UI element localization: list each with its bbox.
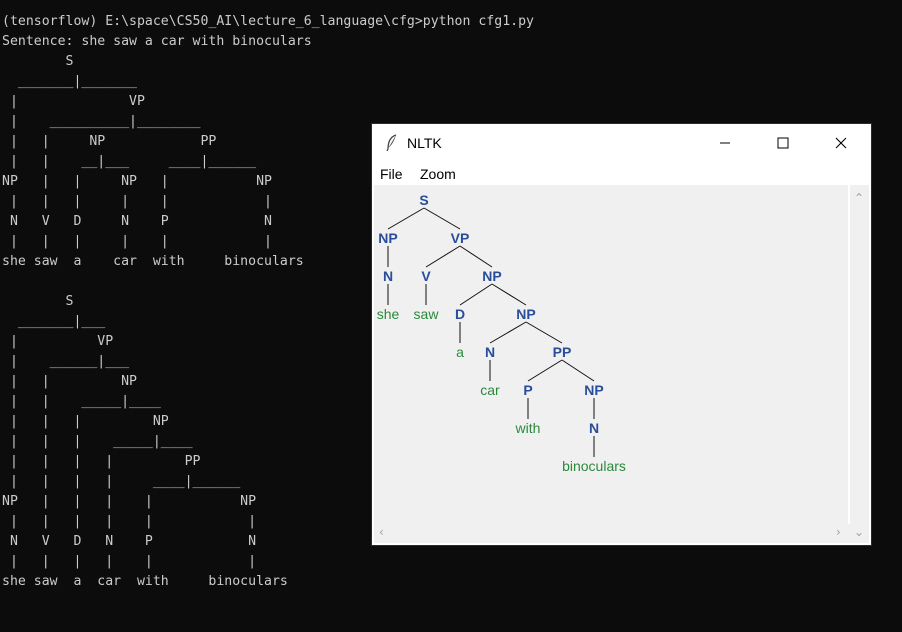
menu-zoom[interactable]: Zoom (420, 166, 456, 182)
tree-node-label: NP (516, 306, 535, 322)
tree-node-label: P (523, 382, 532, 398)
tree-edge (489, 321, 527, 344)
minimize-button[interactable] (696, 124, 754, 162)
tree-edge (387, 207, 425, 230)
minimize-icon (720, 142, 730, 144)
tree-edge (423, 207, 461, 230)
tree-node-label: NP (378, 230, 397, 246)
tree-leaf-word: car (480, 382, 500, 398)
tree-edge (491, 283, 527, 306)
vertical-scrollbar[interactable]: ⌃ ⌄ (850, 185, 869, 543)
tree-edge (459, 245, 493, 268)
scroll-right-icon[interactable]: › (836, 525, 841, 539)
tree-leaf-word: with (515, 420, 541, 436)
tree-node-label: NP (584, 382, 603, 398)
tree-node-label: VP (451, 230, 470, 246)
tree-leaf-word: saw (414, 306, 440, 322)
tree-node-label: PP (553, 344, 572, 360)
feather-icon (386, 134, 397, 152)
tree-node-label: V (421, 268, 431, 284)
menu-bar: File Zoom (372, 162, 871, 184)
title-bar[interactable]: NLTK (372, 124, 871, 162)
terminal-output: (tensorflow) E:\space\CS50_AI\lecture_6_… (2, 14, 534, 589)
tree-edge (525, 321, 563, 344)
maximize-icon (777, 137, 789, 149)
tree-leaf-word: she (377, 306, 400, 322)
tree-edge (459, 283, 493, 306)
tree-node-label: N (485, 344, 495, 360)
scroll-left-icon[interactable]: ‹ (379, 525, 384, 539)
tree-leaf-word: a (456, 344, 464, 360)
scroll-down-icon[interactable]: ⌄ (854, 525, 865, 539)
tree-node-label: D (455, 306, 465, 322)
close-button[interactable] (812, 124, 870, 162)
window-title: NLTK (407, 135, 442, 151)
tree-node-label: N (589, 420, 599, 436)
horizontal-scrollbar[interactable]: ‹ › (374, 524, 850, 543)
tree-node-label: N (383, 268, 393, 284)
tree-node-label: NP (482, 268, 501, 284)
close-icon (835, 137, 847, 149)
tree-edge (561, 359, 595, 382)
tree-node-label: S (419, 192, 428, 208)
tree-leaf-word: binoculars (562, 458, 626, 474)
scroll-up-icon[interactable]: ⌃ (854, 191, 865, 205)
tree-edge (527, 359, 563, 382)
menu-file[interactable]: File (380, 166, 403, 182)
tree-edge (425, 245, 461, 268)
maximize-button[interactable] (754, 124, 812, 162)
